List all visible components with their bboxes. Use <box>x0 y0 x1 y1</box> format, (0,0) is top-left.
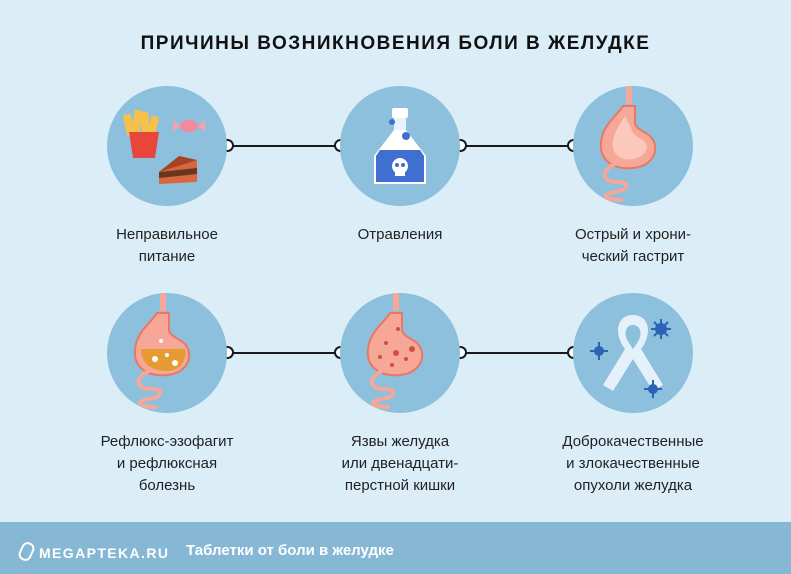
footer-caption: Таблетки от боли в желудке <box>186 542 394 559</box>
junk-food-icon <box>107 86 227 206</box>
cancer-ribbon-icon <box>573 293 693 413</box>
connector-line <box>227 145 340 147</box>
inflamed-stomach-icon <box>573 86 693 206</box>
connector-line <box>460 145 573 147</box>
cause-label-ulcers: Язвы желудка или двенадцати- перстной ки… <box>341 433 459 494</box>
cause-label-reflux: Рефлюкс-эзофагит и рефлюксная болезнь <box>100 433 234 494</box>
footer-bar: MEGAPTEKA.RU Таблетки от боли в желудке <box>0 522 791 574</box>
connector-line <box>227 352 340 354</box>
cause-label-poor-diet: Неправильное питание <box>116 226 218 265</box>
reflux-stomach-icon <box>107 293 227 413</box>
connector-line <box>460 352 573 354</box>
pill-icon <box>16 540 37 563</box>
page-title: ПРИЧИНЫ ВОЗНИКНОВЕНИЯ БОЛИ В ЖЕЛУДКЕ <box>140 33 651 54</box>
cause-label-poisoning: Отравления <box>357 226 443 243</box>
cause-label-tumors: Доброкачественные и злокачественные опух… <box>562 433 704 494</box>
ulcer-stomach-icon <box>340 293 460 413</box>
cause-label-gastritis: Острый и хрони- ческий гастрит <box>574 226 692 265</box>
poison-bottle-icon <box>340 86 460 206</box>
brand-name: MEGAPTEKA.RU <box>39 545 170 561</box>
brand-logo[interactable]: MEGAPTEKA.RU <box>16 540 170 563</box>
